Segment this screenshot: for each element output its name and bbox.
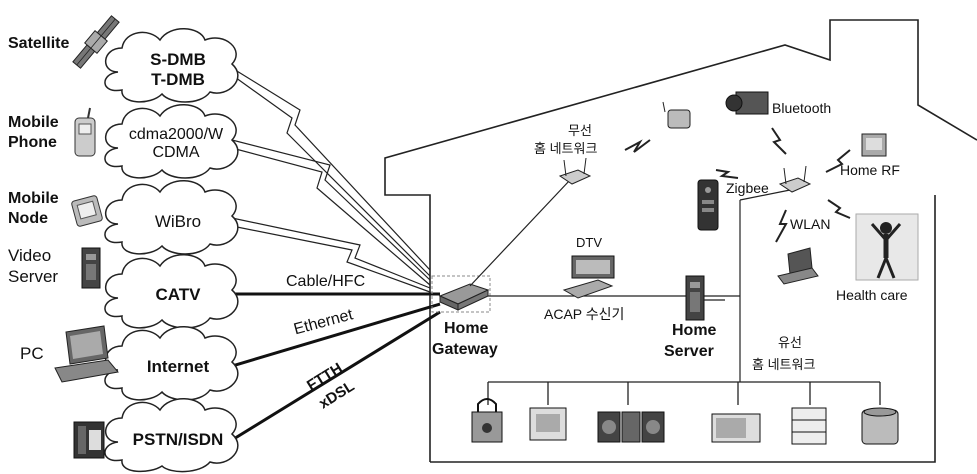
- signal-wlan: [775, 209, 788, 243]
- wired-home-network-label-1: 유선: [778, 335, 802, 350]
- mobile-phone-label-1: Mobile: [8, 114, 59, 131]
- sdmb-text: S-DMB: [150, 50, 206, 69]
- satellite-icon: [72, 15, 120, 69]
- pda-icon: [71, 195, 103, 227]
- wireless-ap-right-icon: [778, 165, 812, 193]
- telephone-icon: [73, 421, 105, 459]
- cloud-sdmb: [104, 28, 239, 103]
- tdmb-text: T-DMB: [151, 69, 205, 89]
- cdma-text-1: cdma2000/W: [128, 126, 224, 143]
- house-outline: [384, 19, 977, 463]
- door-lock-icon: [471, 398, 503, 443]
- zigbee-label: Zigbee: [726, 180, 769, 196]
- dtv-label: DTV: [576, 235, 602, 250]
- wireless-signal-1: [624, 139, 651, 153]
- cdma-text-2: CDMA: [152, 144, 200, 162]
- wireless-home-network-label-2: 홈 네트워크: [534, 141, 598, 156]
- cloud-pstn-label: PSTN/ISDN: [132, 430, 224, 449]
- acap-label: ACAP 수신기: [544, 306, 625, 322]
- cloud-cdma-label: cdma2000/W CDMA: [108, 126, 244, 163]
- link-cdma: [231, 139, 431, 281]
- home-server-label-1: Home: [672, 322, 717, 339]
- link-internet: [231, 302, 441, 368]
- mobile-phone-icon: [74, 107, 96, 157]
- cloud-wibro-label: WiBro: [154, 212, 202, 231]
- video-server-icon: [81, 247, 101, 289]
- refrigerator-icon: [791, 407, 827, 445]
- wall-panel-icon: [529, 407, 567, 441]
- wireless-home-network-label-1: 무선: [568, 123, 592, 138]
- home-rf-device-icon: [861, 133, 887, 157]
- pc-label: PC: [20, 344, 44, 363]
- audio-system-icon: [597, 411, 665, 443]
- home-rf-label: Home RF: [840, 162, 900, 178]
- signal-bt: [771, 127, 787, 155]
- home-server-icon: [685, 275, 705, 321]
- health-care-label: Health care: [836, 287, 908, 303]
- wlan-laptop-icon: [777, 247, 819, 285]
- laptop-icon: [54, 325, 119, 383]
- cable-hfc-label: Cable/HFC: [286, 273, 366, 290]
- health-care-person-icon: [855, 213, 919, 281]
- wlan-label: WLAN: [790, 216, 831, 232]
- link-sdmb: [231, 67, 431, 271]
- mobile-node-label-1: Mobile: [8, 190, 59, 207]
- washing-machine-icon: [861, 407, 899, 445]
- remote-control-icon: [697, 179, 719, 231]
- link-pstn: [231, 310, 441, 442]
- home-server-label-2: Server: [664, 343, 714, 360]
- home-gateway-device: [431, 275, 491, 313]
- link-cdma-2: [231, 147, 431, 286]
- satellite-label: Satellite: [8, 35, 70, 52]
- video-server-label-1: Video: [8, 246, 52, 265]
- cloud-pstn: [104, 398, 239, 473]
- signal-rf: [825, 149, 851, 173]
- cloud-sdmb-label: S-DMB T-DMB: [128, 50, 228, 89]
- mobile-phone-label-2: Phone: [8, 134, 57, 151]
- link-sdmb-2: [231, 74, 431, 277]
- cloud-wibro: [104, 180, 239, 255]
- dtv-icon: [562, 255, 615, 299]
- link-wibro: [231, 217, 431, 289]
- home-gateway-label-1: Home: [444, 320, 489, 337]
- bluetooth-label: Bluetooth: [772, 100, 832, 116]
- cloud-catv: [104, 254, 239, 329]
- cloud-internet: [104, 326, 239, 401]
- cloud-internet-label: Internet: [146, 357, 210, 376]
- wireless-ap-icon: [558, 157, 592, 185]
- wired-home-network-label-2: 홈 네트워크: [752, 357, 816, 372]
- link-ap2: [739, 189, 791, 201]
- video-server-label-2: Server: [8, 267, 59, 286]
- home-gateway-label-2: Gateway: [432, 341, 498, 358]
- microwave-icon: [711, 413, 761, 443]
- wireless-node-icon: [662, 101, 691, 129]
- cloud-cdma: [104, 104, 239, 179]
- link-gateway-ap: [469, 179, 571, 287]
- mobile-node-label-2: Node: [8, 210, 48, 227]
- camcorder-icon: [725, 91, 769, 115]
- signal-hc: [827, 199, 851, 219]
- cloud-catv-label: CATV: [155, 285, 201, 304]
- signal-zig: [715, 169, 739, 179]
- link-wibro-2: [231, 225, 431, 293]
